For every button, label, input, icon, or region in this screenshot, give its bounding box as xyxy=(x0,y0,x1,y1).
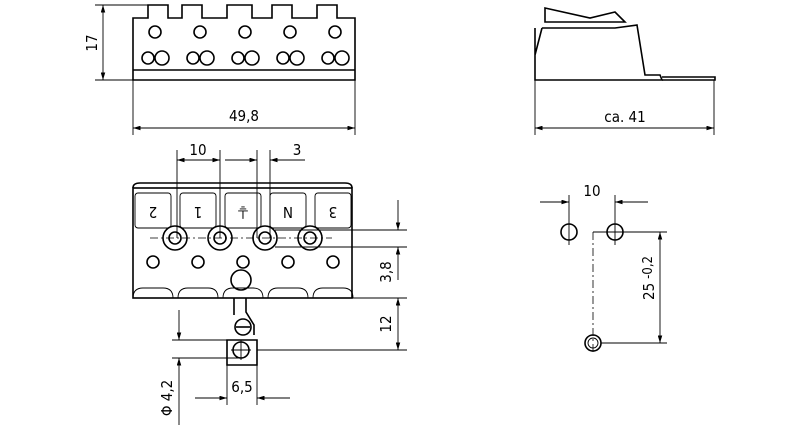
offset-dim-label: 3 xyxy=(293,141,302,159)
clamp-icon xyxy=(276,51,290,65)
length-dim-label: ca. 41 xyxy=(604,108,645,126)
screw-row-dim-label: 3,8 xyxy=(377,261,395,282)
front-view: 2 1 ⏚ N 3 10 3 3,8 12 Φ 4,2 xyxy=(132,141,407,425)
clamp-icon xyxy=(283,25,297,39)
clamp-icon xyxy=(193,25,207,39)
terminal-label: 2 xyxy=(149,203,158,221)
terminal-label: 3 xyxy=(329,203,338,221)
clamp-icon xyxy=(141,51,155,65)
clamp-icon xyxy=(321,51,335,65)
release-hole xyxy=(236,255,250,269)
clamp-icon xyxy=(328,25,342,39)
clamp-icon xyxy=(231,51,245,65)
clamp-icon xyxy=(238,25,252,39)
lug-dim-label: 12 xyxy=(377,315,395,332)
terminal-label: 1 xyxy=(194,203,203,221)
hole-diameter-dim-label: Φ 4,2 xyxy=(158,380,176,416)
release-hole xyxy=(146,255,160,269)
terminal-label: N xyxy=(283,203,293,221)
pitch-dim-label: 10 xyxy=(189,141,206,159)
width-dim-label: 49,8 xyxy=(229,107,259,125)
clamp-icon xyxy=(186,51,200,65)
release-hole xyxy=(281,255,295,269)
lug-width-dim-label: 6,5 xyxy=(231,378,252,396)
clamp-icon xyxy=(154,50,170,66)
release-hole xyxy=(326,255,340,269)
side-view: ca. 41 xyxy=(534,7,716,135)
clamp-icon xyxy=(199,50,215,66)
hole-pattern: 10 25-0,2 xyxy=(540,182,667,355)
top-view: 17 49,8 xyxy=(83,4,356,135)
clamp-icon xyxy=(334,50,350,66)
height-dim-label: 17 xyxy=(83,34,101,51)
clamp-icon xyxy=(244,50,260,66)
hole-spacing-label: 25-0,2 xyxy=(640,256,658,300)
terminal-label: ⏚ xyxy=(235,203,250,221)
clamp-icon xyxy=(148,25,162,39)
release-hole xyxy=(191,255,205,269)
hole-pitch-label: 10 xyxy=(583,182,600,200)
clamp-icon xyxy=(289,50,305,66)
